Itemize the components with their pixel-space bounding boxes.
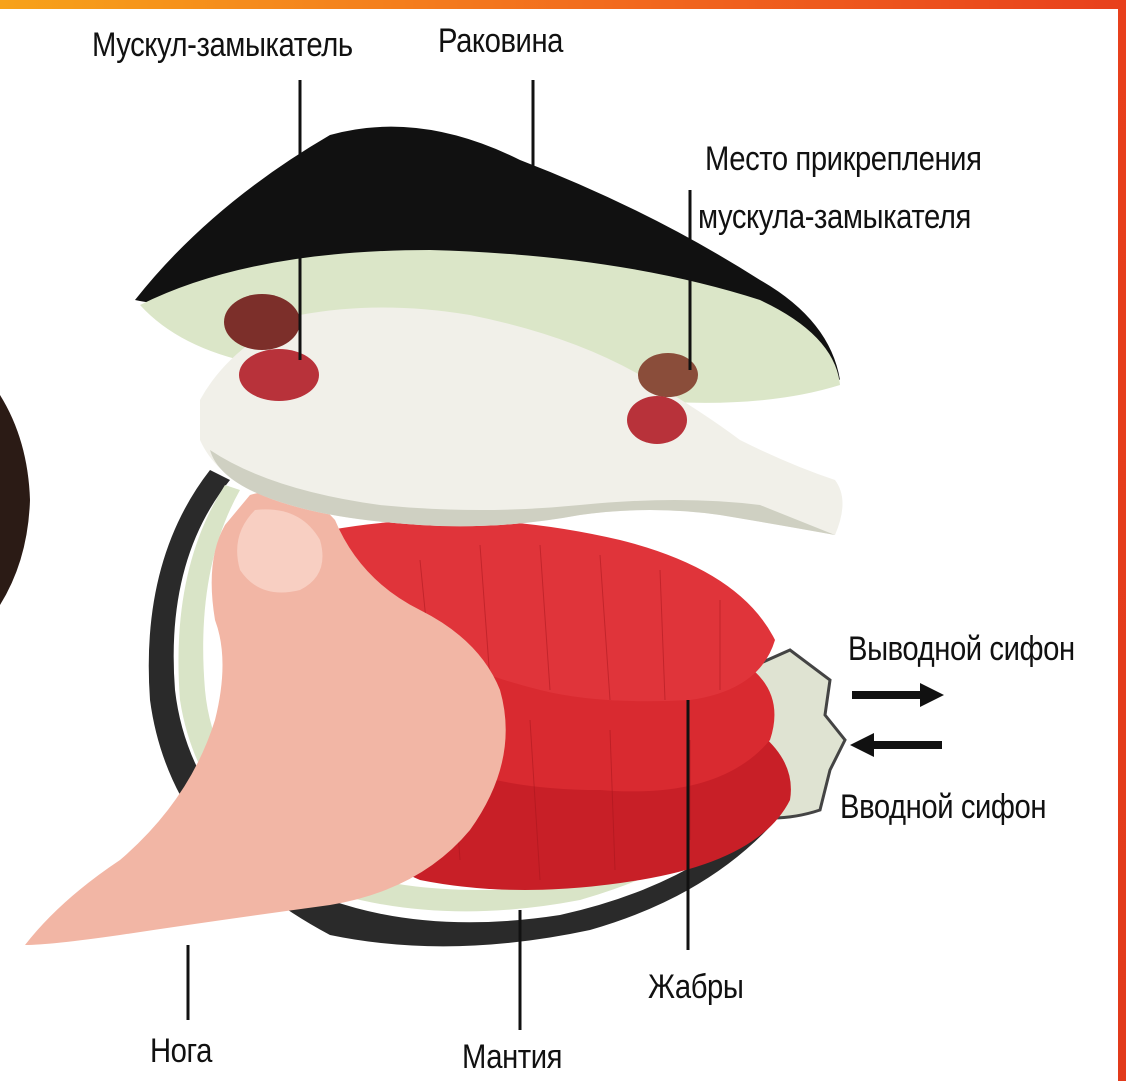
label-foot: Нога <box>150 1032 212 1070</box>
label-adductor-muscle: Мускул-замыкатель <box>92 26 353 64</box>
label-inhalant-siphon: Вводной сифон <box>840 788 1046 826</box>
adductor-muscle-posterior <box>627 396 687 444</box>
left-edge-dark-shape <box>0 395 30 605</box>
label-shell: Раковина <box>438 22 563 60</box>
exhalant-arrow <box>852 683 944 707</box>
label-attachment-line1: Место прикрепления <box>705 140 982 178</box>
adductor-muscle-anterior-upper <box>224 294 300 350</box>
label-exhalant-siphon: Выводной сифон <box>848 630 1075 668</box>
label-gills: Жабры <box>648 968 743 1006</box>
label-mantle: Мантия <box>462 1038 562 1076</box>
inhalant-arrow <box>850 733 942 757</box>
label-attachment-line2: мускула-замыкателя <box>698 198 971 236</box>
adductor-muscle-anterior <box>239 349 319 401</box>
